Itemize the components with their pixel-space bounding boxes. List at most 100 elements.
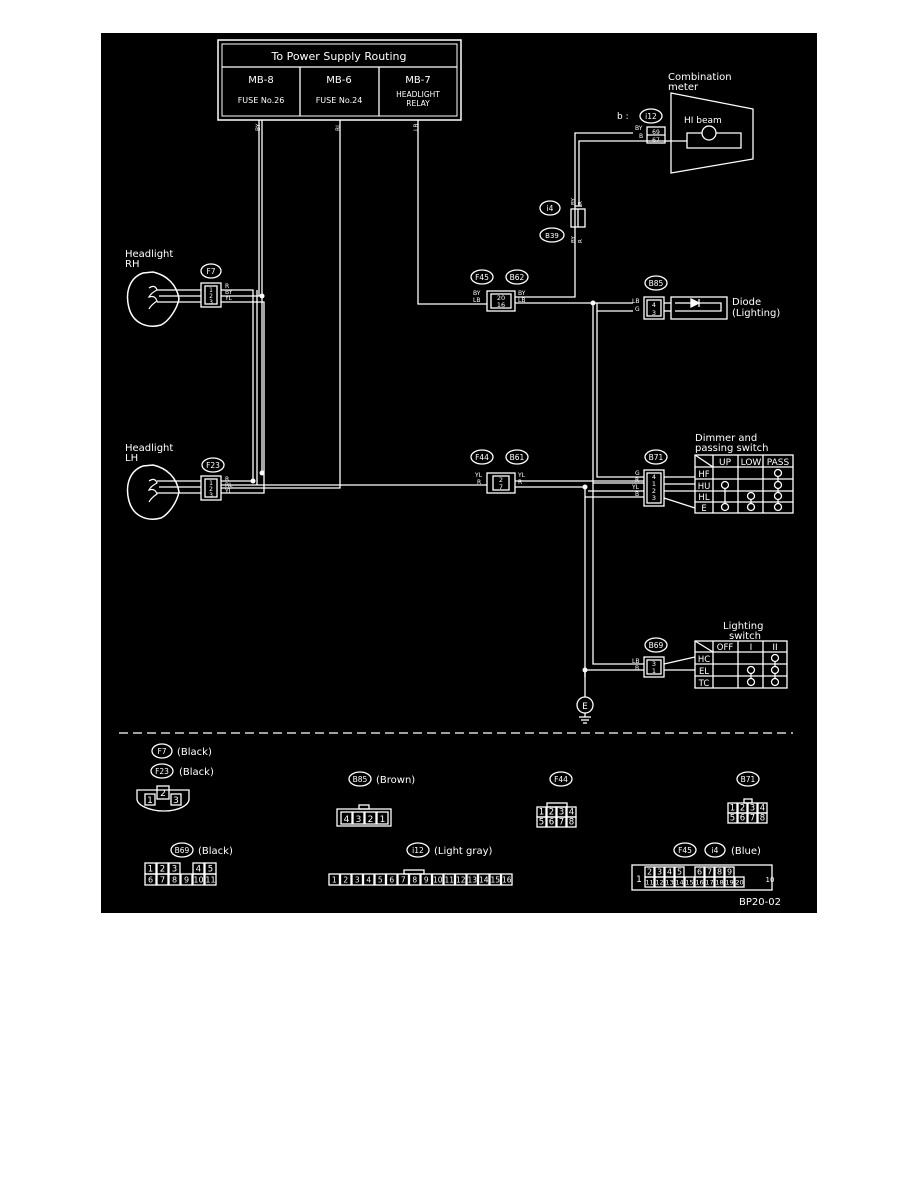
legend-pin-number: 7 xyxy=(160,876,165,885)
legend-f7-badge xyxy=(151,743,173,759)
legend-pin-number: 2 xyxy=(549,808,554,818)
f45-wire-lb: LB xyxy=(473,297,480,304)
legend-pin-cell xyxy=(328,873,341,886)
legend-pin-cell xyxy=(546,816,557,828)
f23-pin-1: 1 xyxy=(209,480,213,487)
f23-badge xyxy=(201,457,225,473)
legend-i4-label: i4 xyxy=(712,846,719,855)
b69-wire-b: B xyxy=(635,665,639,672)
legend-pin-number: 2 xyxy=(160,865,165,875)
legend-pin-cell xyxy=(180,873,193,886)
legend-pin-number: 14 xyxy=(675,879,683,887)
legend-pin-number: 3 xyxy=(657,868,662,877)
dimmer-contacts xyxy=(720,468,783,512)
legend-pin-number: 5 xyxy=(730,814,735,824)
wire-label-lb: LB xyxy=(413,124,420,131)
b61-wire-yl: YL xyxy=(517,472,526,479)
legend-b85-label: B85 xyxy=(353,775,368,784)
dimmer-row-hf: HF xyxy=(698,470,709,480)
legend-pin-number: 4 xyxy=(667,868,672,877)
legend-pin-cell xyxy=(144,873,157,886)
meter-pin-69: 69 xyxy=(652,129,660,136)
f45-wire-by: BY xyxy=(473,290,481,297)
legend-b69-label: B69 xyxy=(175,846,190,855)
f7-pin-2: 2 xyxy=(209,293,213,300)
legend-pin-cell xyxy=(489,873,502,886)
diode-lighting: B85 4 3 LB G Diode (Lighting) xyxy=(632,275,780,320)
lighting-header-ii: II xyxy=(772,643,777,653)
b39-badge xyxy=(539,227,565,243)
legend-pin-cell xyxy=(757,812,768,824)
dimmer-header-low: LOW xyxy=(741,458,762,468)
dimmer-row-hu: HU xyxy=(698,482,711,492)
b71-badge-label: B71 xyxy=(649,453,664,462)
legend-f7-pin-3: 3 xyxy=(173,796,179,806)
legend-pin-number: 17 xyxy=(705,879,713,887)
b71-pin-2: 2 xyxy=(652,487,656,495)
b85-badge xyxy=(644,275,668,291)
legend-f7-color: (Black) xyxy=(177,747,212,758)
lighting-row-el: EL xyxy=(699,667,709,677)
mb7-label: MB-7 xyxy=(405,75,430,86)
legend-f45-pin-1: 1 xyxy=(636,875,642,885)
legend-pin-number: 6 xyxy=(148,876,153,885)
diode-title: Diode xyxy=(732,297,761,308)
meter-wire-b: B xyxy=(639,133,643,140)
b69-pin-1: 1 xyxy=(652,667,656,675)
meter-title: Combination xyxy=(668,72,732,83)
dimmer-row-e: E xyxy=(701,504,706,514)
headlight-rh-lamp-icon xyxy=(126,271,180,327)
b85-wire-lb: LB xyxy=(632,298,639,305)
f45-pin-16: 16 xyxy=(497,301,505,309)
legend-pin-cell xyxy=(192,873,205,886)
f44-badge xyxy=(470,449,494,465)
legend-pin-cell xyxy=(443,873,456,886)
legend-pin-number: 10 xyxy=(193,876,203,885)
f45-badge-label: F45 xyxy=(475,273,489,282)
figure-id: BP20-02 xyxy=(739,897,781,908)
legend-pin-number: 4 xyxy=(196,865,201,875)
legend-pin-cell xyxy=(714,876,725,888)
legend-pin-cell xyxy=(408,873,421,886)
legend-pin-number: 13 xyxy=(665,879,673,887)
legend-pin-cell xyxy=(156,873,169,886)
wiring-diagram: To Power Supply Routing MB-8 MB-6 MB-7 F… xyxy=(119,39,794,908)
diode-icon xyxy=(690,297,701,309)
legend-pin-number: 1 xyxy=(332,876,337,885)
mb6-label: MB-6 xyxy=(326,75,351,86)
b62-badge xyxy=(505,269,529,285)
b71-pin-1: 1 xyxy=(652,480,656,488)
f7-wire-r: R xyxy=(225,283,229,290)
legend-pin-number: 1 xyxy=(148,865,153,875)
wiring-diagram-panel: To Power Supply Routing MB-8 MB-6 MB-7 F… xyxy=(101,33,817,913)
legend-pin-number: 15 xyxy=(490,876,500,885)
b71-wire-g: G xyxy=(635,470,640,477)
junction-dots xyxy=(250,293,596,673)
legend-pin-number: 9 xyxy=(184,876,189,885)
relay-label-2: RELAY xyxy=(406,99,430,108)
legend-pin-number: 1 xyxy=(539,808,544,818)
legend-f44-badge xyxy=(549,771,573,787)
b71-badge xyxy=(644,449,668,465)
headlight-lh: Headlight LH F23 1 2 3 R RL YL xyxy=(125,443,233,520)
b85-pin-4: 4 xyxy=(652,301,656,309)
meter-pin-67: 67 xyxy=(652,137,660,144)
legend-pin-number: 7 xyxy=(707,868,712,877)
legend-i4-badge xyxy=(704,842,726,858)
legend-b71-badge xyxy=(736,771,760,787)
legend-pin-number: 2 xyxy=(647,868,652,877)
b71-wire-r: R xyxy=(635,477,639,484)
legend-pin-number: 6 xyxy=(697,868,702,877)
i4-wire-r: R xyxy=(578,201,584,205)
legend-pin-number: 12 xyxy=(655,879,663,887)
legend-pin-cell xyxy=(362,873,375,886)
legend-b85-pin: 2 xyxy=(368,815,374,825)
legend-f7-pin-2: 2 xyxy=(160,789,166,799)
f45-badge xyxy=(470,269,494,285)
f44-badge-label: F44 xyxy=(475,453,489,462)
b71-wire-b: B xyxy=(635,491,639,498)
legend-pin-cell xyxy=(397,873,410,886)
meter-title-2: meter xyxy=(668,82,699,93)
dimmer-header-pass: PASS xyxy=(767,458,790,468)
